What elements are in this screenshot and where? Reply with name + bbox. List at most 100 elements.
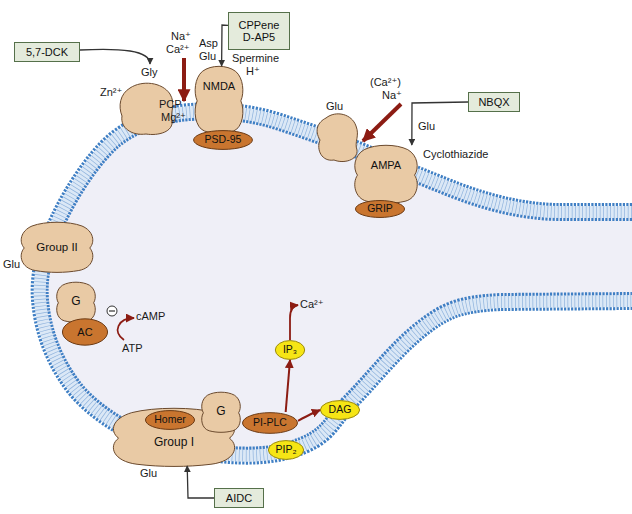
- g-protein: G: [200, 392, 242, 432]
- node-text-group: CPPene D-AP5: [229, 19, 289, 43]
- ligand-label: Glu: [418, 120, 435, 133]
- node-outline: [193, 66, 245, 133]
- node-text: G: [216, 405, 225, 418]
- membrane-core: [40, 111, 632, 455]
- second-messenger: DAG: [320, 400, 360, 420]
- node-text: Homer: [154, 414, 186, 426]
- second-messenger: PIP₂: [268, 440, 304, 460]
- connector-group: [187, 25, 468, 498]
- inhibition-circle: [107, 306, 117, 316]
- node-outline-shape: [320, 401, 359, 420]
- node-outline-shape: [57, 282, 96, 322]
- node-text-group: AMPA: [368, 159, 404, 171]
- ligand-label: Asp: [199, 37, 218, 50]
- node-outline-shape: [62, 319, 107, 345]
- drug-box: AIDC: [214, 488, 264, 508]
- node-text-group: GRIP: [364, 203, 396, 215]
- node-text: IP₃: [283, 344, 297, 356]
- ligand-label: Gly: [141, 66, 158, 79]
- node-text-group: Group II: [33, 241, 81, 254]
- modulator-label: Spermine: [232, 52, 279, 65]
- node-text-group: DAG: [326, 404, 355, 416]
- node-text-group: Homer: [151, 414, 189, 426]
- spine-interior: [40, 111, 632, 455]
- node-outline-shape: [243, 413, 298, 434]
- node-outline-shape: [21, 222, 93, 272]
- node-text-group: Group I: [151, 436, 197, 449]
- glutamate-receptor-subunit: [317, 114, 357, 162]
- enzyme-oval: AC: [62, 318, 108, 346]
- ion-flux-arrow: [182, 58, 186, 101]
- scaffold-protein: Homer: [145, 410, 195, 430]
- node-text: AIDC: [226, 492, 252, 504]
- drug-arrow: [222, 25, 228, 66]
- reaction-arrow: [286, 360, 290, 412]
- drug-box: NBQX: [468, 92, 520, 112]
- node-outline-shape: [195, 66, 243, 133]
- ligand-label: Glu: [326, 100, 343, 113]
- node-text-group: PIP₂: [273, 444, 300, 456]
- node-text-group: G: [213, 405, 228, 418]
- drug-arrow: [187, 466, 214, 498]
- receptor-shape: AMPA: [352, 145, 420, 203]
- enzyme-oval: PI-PLC: [242, 412, 298, 434]
- node-text: AC: [77, 326, 92, 338]
- drug-arrow: [80, 49, 150, 64]
- node-outline-shape: [146, 411, 195, 430]
- drug-box: CPPene D-AP5: [228, 12, 290, 50]
- ligand-label: Glu: [140, 467, 157, 480]
- scaffold-protein: GRIP: [355, 200, 405, 218]
- ion-label: (Ca²⁺): [370, 76, 401, 89]
- calcium-release-arrow: [290, 305, 298, 340]
- node-text: DAG: [329, 404, 352, 416]
- node-text: GRIP: [367, 203, 393, 215]
- node-text: AMPA: [371, 159, 401, 171]
- node-text-group: PI-PLC: [250, 417, 290, 429]
- node-text: PI-PLC: [253, 417, 287, 429]
- node-outline-shape: [113, 408, 234, 466]
- ion-label: Mg²⁺: [161, 111, 186, 124]
- ion-label: Ca²⁺: [166, 43, 190, 56]
- node-outline-shape: [194, 131, 253, 150]
- reaction-arrow: [118, 318, 134, 340]
- second-messenger: IP₃: [275, 340, 305, 360]
- scaffold-protein: PSD-95: [193, 130, 253, 150]
- receptor-shape: Group II: [18, 222, 96, 272]
- reaction-arrow: [298, 410, 320, 421]
- ion-label: Ca²⁺: [300, 298, 324, 311]
- node-text: 5,7-DCK: [26, 46, 68, 58]
- ligand-label: Glu: [199, 50, 216, 63]
- ion-label: Na⁺: [171, 30, 191, 43]
- node-text-group: 5,7-DCK: [23, 46, 71, 58]
- product-label: cAMP: [136, 310, 165, 323]
- membrane-tails: [40, 111, 632, 455]
- node-text: NMDA: [203, 80, 235, 92]
- node-text-group: G: [68, 295, 83, 308]
- drug-box: 5,7-DCK: [14, 42, 80, 62]
- ion-flux-arrow: [363, 104, 401, 141]
- node-text-group: AC: [74, 326, 95, 338]
- node-text-group: NMDA: [200, 80, 238, 92]
- node-outline: [352, 145, 420, 203]
- node-outline-shape: [355, 145, 417, 203]
- node-text: PIP₂: [276, 444, 297, 456]
- receptor-shape: NMDA: [193, 66, 245, 133]
- ligand-label: Glu: [3, 258, 20, 271]
- node-text-group: IP₃: [280, 344, 300, 356]
- membrane-heads: [40, 111, 632, 455]
- node-text-group: AIDC: [223, 492, 255, 504]
- node-text: PSD-95: [205, 134, 242, 146]
- node-text: Group I: [154, 436, 194, 449]
- node-text: NBQX: [478, 96, 509, 108]
- ion-label: Zn²⁺: [100, 86, 122, 99]
- node-outline-shape: [202, 392, 241, 432]
- ion-label: H⁺: [246, 65, 260, 78]
- node-text: G: [71, 295, 80, 308]
- ion-label: Na⁺: [382, 89, 402, 102]
- node-outline-shape: [268, 441, 303, 460]
- g-protein: G: [55, 282, 97, 322]
